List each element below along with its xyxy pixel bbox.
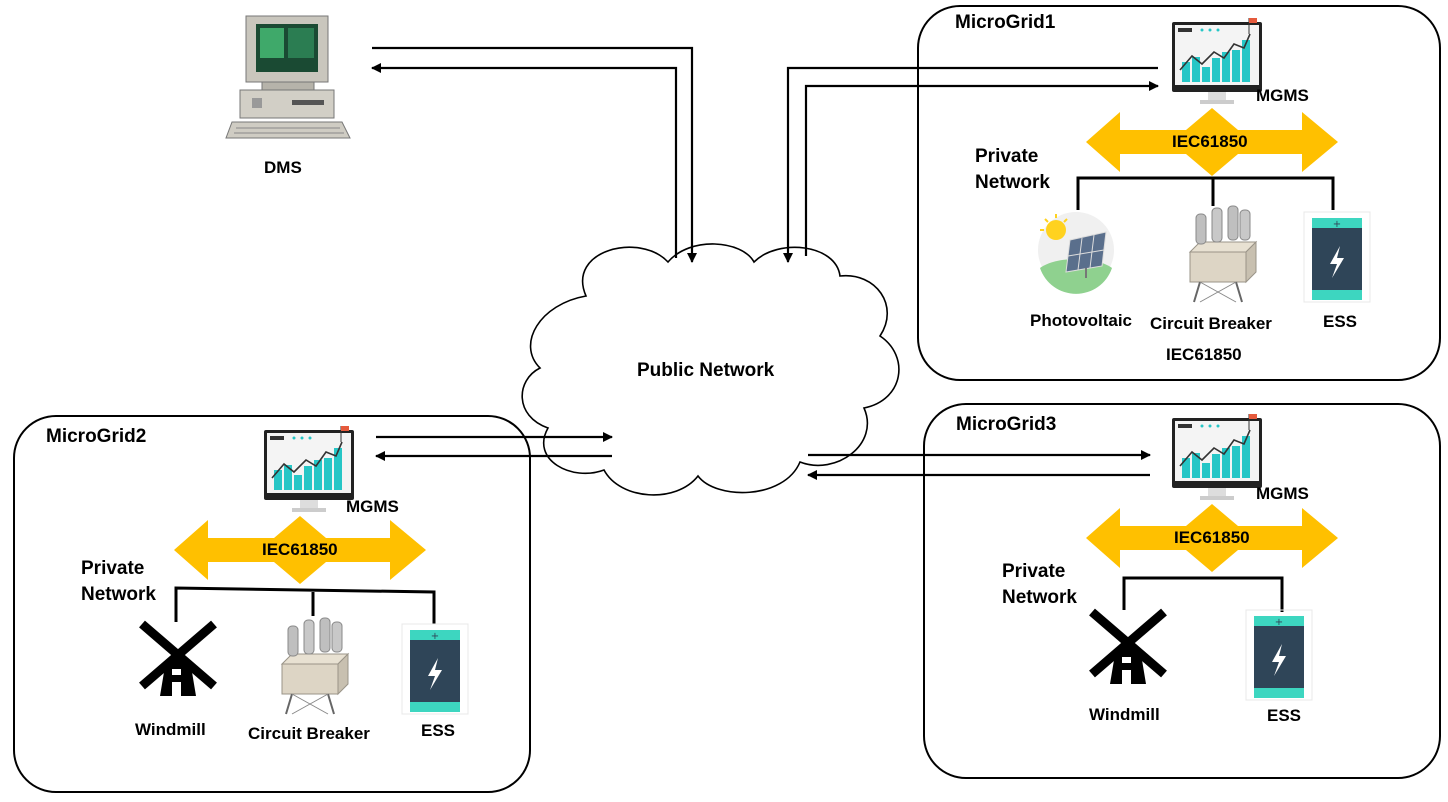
mg1-network-label-line2: Network bbox=[975, 172, 1050, 193]
mg3-network-label-line2: Network bbox=[1002, 587, 1077, 608]
dms-link-arrows bbox=[371, 46, 697, 263]
microgrid3-title: MicroGrid3 bbox=[956, 414, 1057, 435]
mg1-private-bus bbox=[1076, 176, 1335, 210]
mgms2-monitor-icon bbox=[263, 425, 355, 513]
mg1-battery-icon bbox=[1303, 211, 1371, 303]
mg3-battery-icon bbox=[1245, 609, 1313, 701]
mg2-device-label-ess: ESS bbox=[421, 721, 456, 740]
mg2-battery-icon bbox=[401, 623, 469, 715]
mg1-link-arrows bbox=[783, 66, 1159, 263]
mg2-private-bus bbox=[174, 586, 436, 624]
mg2-mgms-label: MGMS bbox=[346, 497, 399, 516]
dms-label: DMS bbox=[264, 158, 302, 177]
mg3-windmill-icon bbox=[1092, 612, 1164, 684]
mg1-device-label-circuit-breaker: Circuit Breaker bbox=[1150, 314, 1272, 333]
mgms3-monitor-icon bbox=[1171, 413, 1263, 501]
mg3-device-label-ess: ESS bbox=[1267, 706, 1302, 725]
mg2-circuit-breaker-icon bbox=[281, 617, 349, 715]
mg1-device-label-ess: ESS bbox=[1323, 312, 1358, 331]
mg1-device-label-photovoltaic: Photovoltaic bbox=[1030, 311, 1133, 330]
mg2-protocol-label: IEC61850 bbox=[262, 540, 338, 559]
mg2-link-arrows bbox=[375, 432, 613, 461]
mg2-device-label-windmill: Windmill bbox=[135, 720, 206, 739]
mg3-private-bus bbox=[1122, 576, 1284, 612]
mg1-mgms-label: MGMS bbox=[1256, 86, 1309, 105]
mg1-footer-label: IEC61850 bbox=[1166, 345, 1242, 364]
microgrid2-title: MicroGrid2 bbox=[46, 426, 147, 447]
mg1-protocol-label: IEC61850 bbox=[1172, 132, 1248, 151]
mg2-windmill-icon bbox=[142, 624, 214, 696]
public-network-label: Public Network bbox=[637, 360, 775, 381]
mg3-device-label-windmill: Windmill bbox=[1089, 705, 1160, 724]
photovoltaic-icon bbox=[1038, 212, 1114, 294]
mg1-network-label-line1: Private bbox=[975, 146, 1039, 167]
mg3-network-label-line1: Private bbox=[1002, 561, 1066, 582]
microgrid1-box bbox=[917, 5, 1441, 381]
mg3-mgms-label: MGMS bbox=[1256, 484, 1309, 503]
mg2-device-label-circuit-breaker: Circuit Breaker bbox=[248, 724, 370, 743]
mg2-network-label-line1: Private bbox=[81, 558, 145, 579]
mg3-protocol-label: IEC61850 bbox=[1174, 528, 1250, 547]
microgrid2-box bbox=[13, 415, 531, 793]
public-network-cloud bbox=[521, 243, 900, 496]
mg1-circuit-breaker-icon bbox=[1189, 205, 1257, 303]
mgms1-monitor-icon bbox=[1171, 17, 1263, 105]
dms-computer-icon bbox=[225, 15, 351, 139]
microgrid3-box bbox=[923, 403, 1441, 779]
mg2-network-label-line2: Network bbox=[81, 584, 156, 605]
mg3-link-arrows bbox=[807, 450, 1151, 480]
microgrid1-title: MicroGrid1 bbox=[955, 12, 1056, 33]
